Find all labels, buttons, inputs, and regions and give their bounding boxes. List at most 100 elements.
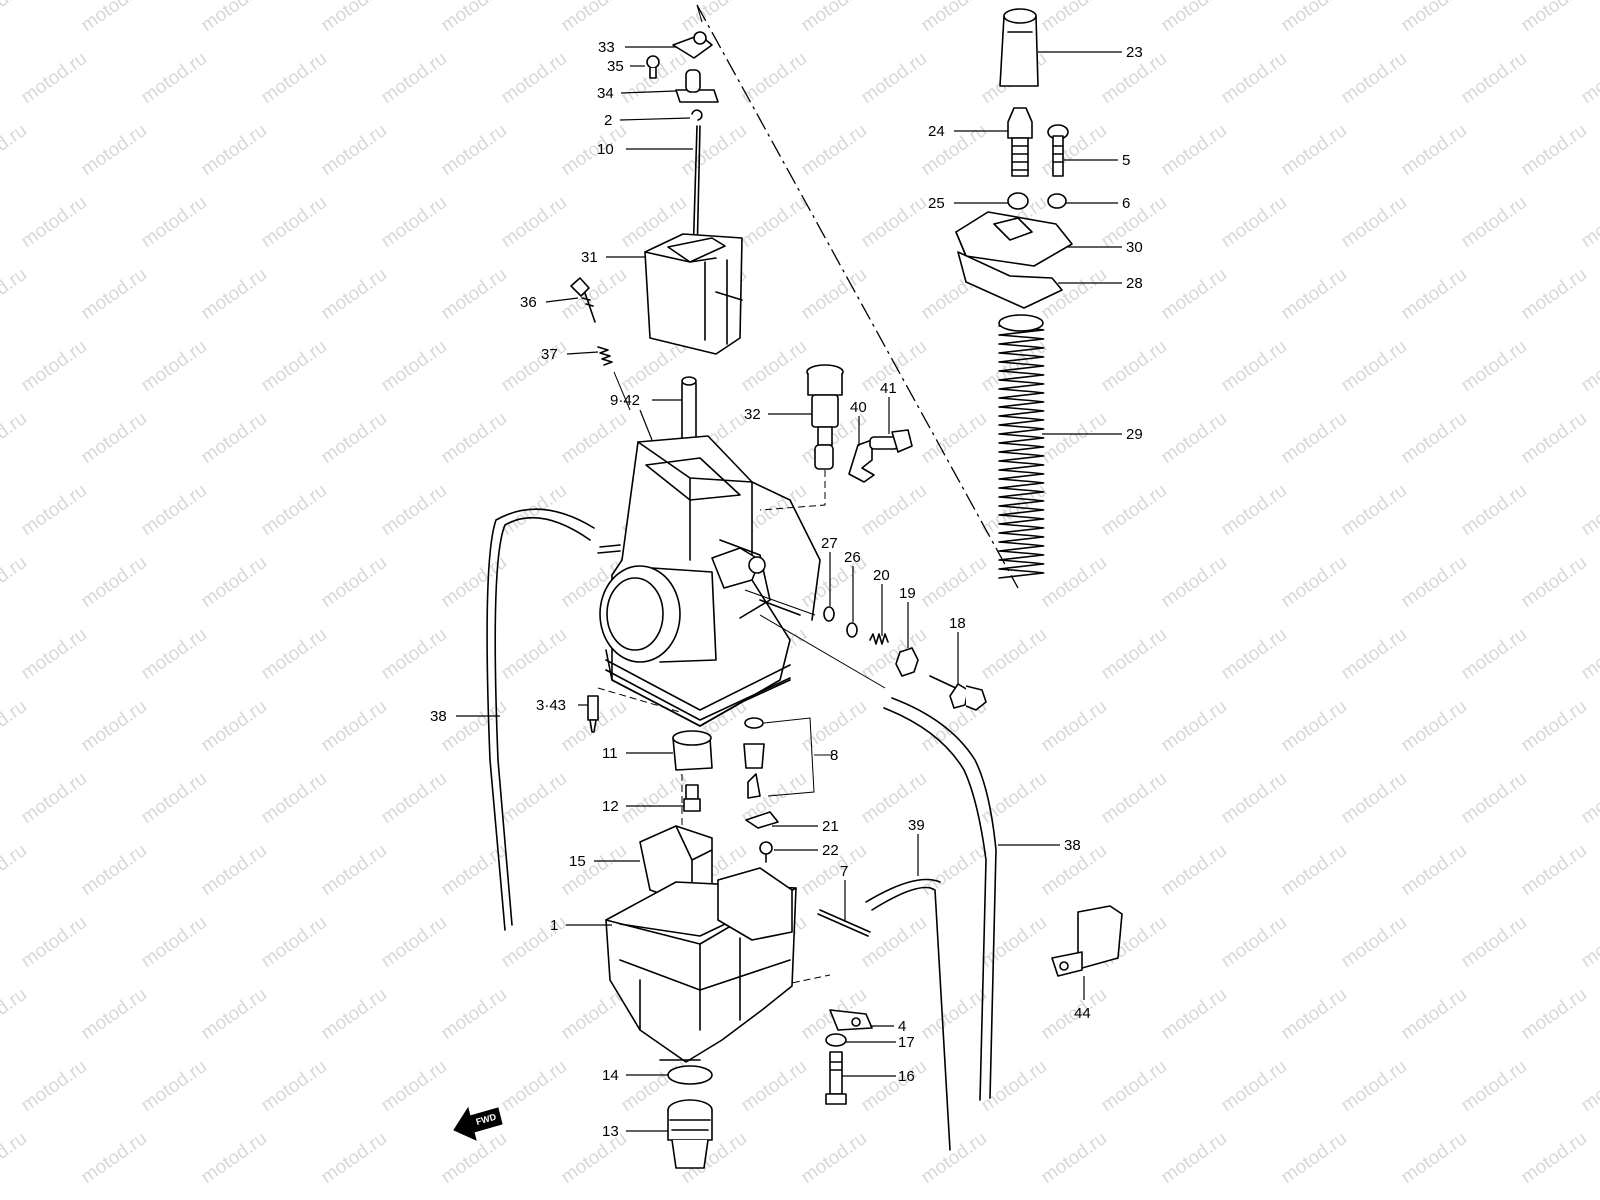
watermark-text: motod.ru — [1337, 1056, 1410, 1116]
watermark-text: motod.ru — [857, 48, 930, 108]
callout-4-label: 4 — [898, 1018, 906, 1035]
callout-34: 34 — [597, 85, 677, 102]
watermark-text: motod.ru — [437, 696, 510, 756]
part-6-washer — [1047, 193, 1067, 209]
watermark-text: motod.ru — [17, 48, 90, 108]
watermark-text: motod.ru — [917, 1128, 990, 1188]
forward-arrow-icon — [453, 1106, 503, 1141]
watermark-text: motod.ru — [917, 840, 990, 900]
callout-9-42-label: 9·42 — [610, 392, 640, 409]
callout-7: 7 — [840, 863, 848, 922]
watermark-text: motod.ru — [497, 336, 570, 396]
watermark-text: motod.ru — [1217, 768, 1290, 828]
watermark-text: motod.ru — [137, 336, 210, 396]
callout-17: 17 — [846, 1034, 915, 1051]
part-24-cable-adjuster — [1007, 107, 1033, 177]
watermark-text: motod.ru — [737, 1056, 810, 1116]
callout-36-label: 36 — [520, 294, 537, 311]
callout-5-label: 5 — [1122, 152, 1130, 169]
callout-14-label: 14 — [602, 1067, 619, 1084]
part-41-bolt — [869, 429, 913, 453]
watermark-text: motod.ru — [137, 1056, 210, 1116]
watermark-text: motod.ru — [257, 624, 330, 684]
callout-26-label: 26 — [844, 549, 861, 566]
callout-24-label: 24 — [928, 123, 945, 140]
watermark-text: motod.ru — [377, 768, 450, 828]
watermark-text: motod.ru — [137, 192, 210, 252]
watermark-text: motod.ru — [857, 912, 930, 972]
callout-37: 37 — [541, 346, 599, 363]
part-23-rubber-cap — [999, 8, 1039, 87]
watermark-text: motod.ru — [1577, 1056, 1600, 1116]
watermark-text: motod.ru — [917, 552, 990, 612]
watermark-text: motod.ru — [1157, 840, 1230, 900]
watermark-text: motod.ru — [1457, 336, 1530, 396]
watermark-text: motod.ru — [1277, 696, 1350, 756]
callout-25-label: 25 — [928, 195, 945, 212]
callout-40-label: 40 — [850, 399, 867, 416]
part-17-washer — [825, 1033, 847, 1047]
callout-3-43-label: 3·43 — [536, 697, 566, 714]
callout-41: 41 — [880, 380, 897, 434]
watermark-text: motod.ru — [1397, 264, 1470, 324]
watermark-text: motod.ru — [1337, 336, 1410, 396]
alignment-guide-tick — [696, 4, 703, 23]
watermark-text: motod.ru — [1517, 840, 1590, 900]
part-7-float-pin — [817, 909, 871, 937]
watermark-text: motod.ru — [317, 264, 390, 324]
callout-3-43: 3·43 — [536, 697, 588, 714]
watermark-text: motod.ru — [1337, 912, 1410, 972]
callout-38-right-label: 38 — [1064, 837, 1081, 854]
watermark-text: motod.ru — [1577, 48, 1600, 108]
watermark-text: motod.ru — [1577, 192, 1600, 252]
watermark-text: motod.ru — [437, 408, 510, 468]
watermark-text: motod.ru — [1397, 408, 1470, 468]
callout-33-label: 33 — [598, 39, 615, 56]
part-4-bracket — [829, 1009, 873, 1031]
callout-1-label: 1 — [550, 917, 558, 934]
part-28-gasket — [957, 251, 1063, 309]
watermark-text: motod.ru — [1337, 48, 1410, 108]
part-30-top-cover — [955, 211, 1073, 267]
watermark-text: motod.ru — [0, 0, 31, 36]
watermark-text: motod.ru — [1457, 1056, 1530, 1116]
watermark-text: motod.ru — [317, 696, 390, 756]
watermark-text: motod.ru — [1217, 192, 1290, 252]
callout-27: 27 — [821, 535, 838, 606]
watermark-text: motod.ru — [77, 696, 150, 756]
watermark-text: motod.ru — [1397, 120, 1470, 180]
callout-13: 13 — [602, 1123, 668, 1140]
callout-30: 30 — [1068, 239, 1143, 256]
watermark-text: motod.ru — [1217, 912, 1290, 972]
callout-11-label: 11 — [602, 745, 618, 762]
callout-12-label: 12 — [602, 798, 619, 815]
watermark-text: motod.ru — [1037, 696, 1110, 756]
watermark-text: motod.ru — [1577, 336, 1600, 396]
watermark-text: motod.ru — [497, 1056, 570, 1116]
part-11-needle-jet-holder — [672, 730, 713, 771]
watermark-text: motod.ru — [1157, 984, 1230, 1044]
watermark-text: motod.ru — [1337, 480, 1410, 540]
callout-39-label: 39 — [908, 817, 925, 834]
watermark-text: motod.ru — [437, 264, 510, 324]
part-37-spring — [597, 346, 613, 366]
watermark-text: motod.ru — [497, 768, 570, 828]
watermark-text: motod.ru — [197, 552, 270, 612]
watermark-text: motod.ru — [317, 552, 390, 612]
watermark-text: motod.ru — [257, 336, 330, 396]
watermark-text: motod.ru — [857, 480, 930, 540]
watermark-text: motod.ru — [917, 408, 990, 468]
watermark-text: motod.ru — [17, 768, 90, 828]
watermark-text: motod.ru — [1337, 624, 1410, 684]
part-25-washer — [1007, 192, 1029, 210]
watermark-text: motod.ru — [0, 264, 31, 324]
callout-21-label: 21 — [822, 818, 839, 835]
callout-20-label: 20 — [873, 567, 890, 584]
watermark-text: motod.ru — [17, 912, 90, 972]
watermark-text: motod.ru — [377, 192, 450, 252]
watermark-text: motod.ru — [77, 408, 150, 468]
part-38-right-overflow-hose — [883, 697, 997, 1101]
watermark-text: motod.ru — [1157, 0, 1230, 36]
watermark-text: motod.ru — [77, 840, 150, 900]
watermark-text: motod.ru — [917, 0, 990, 36]
